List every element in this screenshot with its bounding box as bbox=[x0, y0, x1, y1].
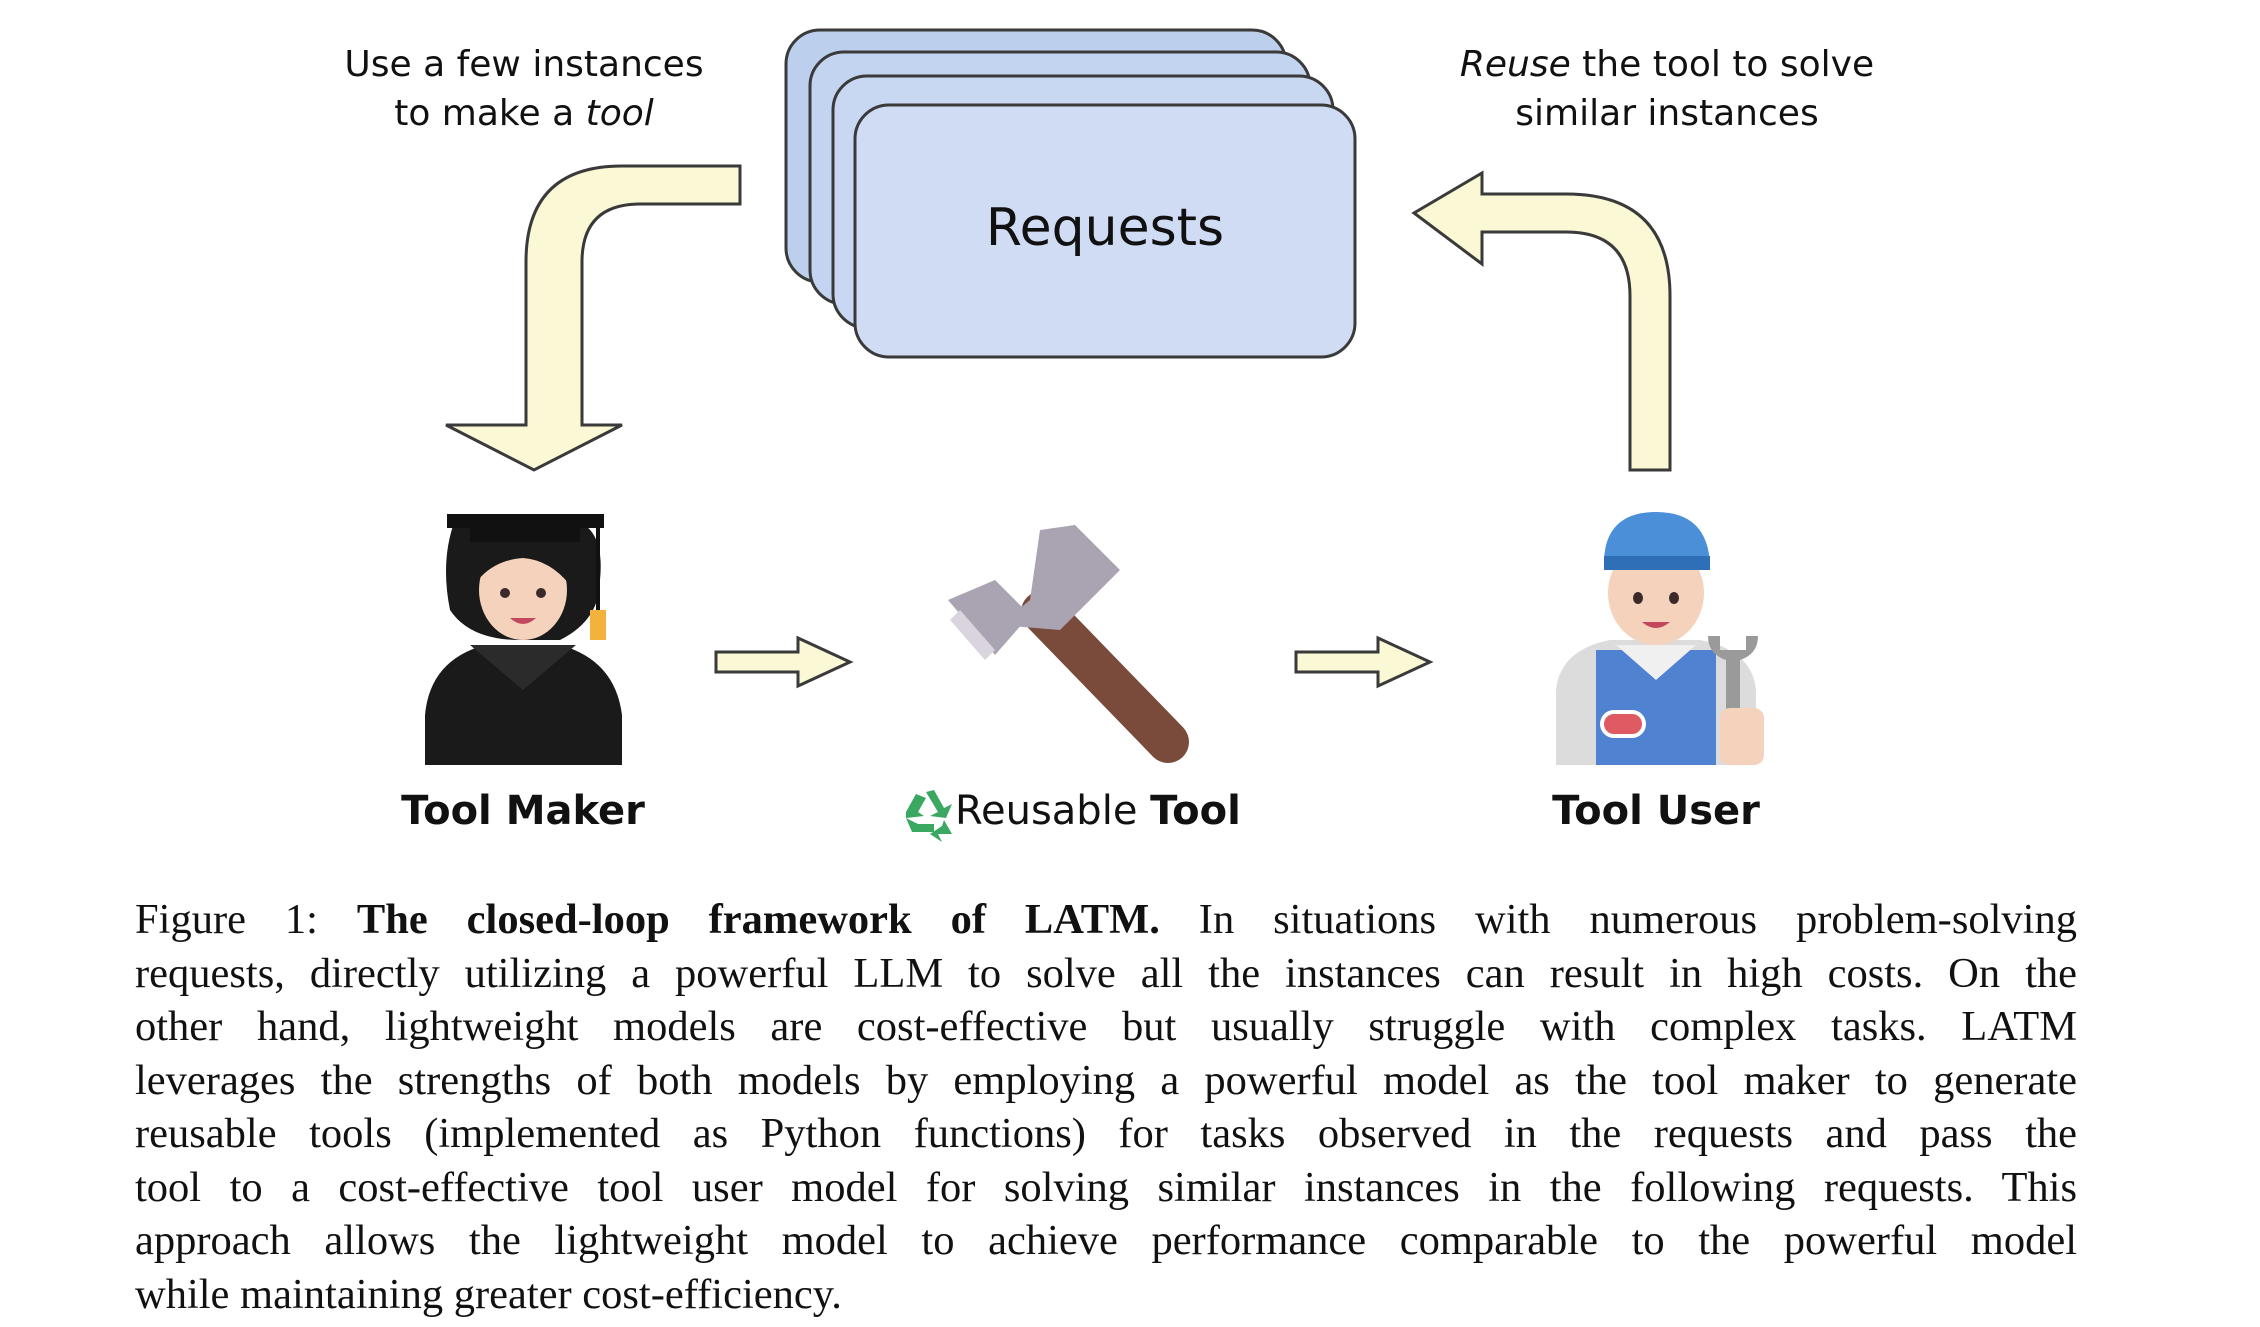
reuse-tool-note-line1: the tool to solve bbox=[1570, 44, 1875, 85]
figure: Use a few instances to make a tool Reuse… bbox=[244, 28, 1947, 842]
hammer-icon bbox=[948, 525, 1189, 763]
caption-figure-label: Figure 1: bbox=[135, 896, 357, 943]
figure-graphic bbox=[425, 28, 1764, 842]
requests-label: Requests bbox=[985, 198, 1225, 258]
tool-user-label: Tool User bbox=[1552, 788, 1760, 834]
curved-arrow-right bbox=[1411, 170, 1672, 472]
reusable-tool-label: Reusable Tool bbox=[955, 788, 1275, 834]
arrow-maker-to-tool bbox=[714, 635, 854, 689]
tool-maker-label: Tool Maker bbox=[401, 788, 645, 834]
caption-line-2: requests, directly utilizing a powerful … bbox=[135, 949, 2077, 997]
caption-line-1: Figure 1: The closed-loop framework of L… bbox=[135, 893, 2077, 947]
caption-text-1: In situations with numerous problem-solv… bbox=[1159, 896, 2077, 943]
caption-line-4: leverages the strengths of both models b… bbox=[135, 1056, 2077, 1104]
mechanic-icon bbox=[1556, 512, 1764, 765]
caption-line-7: approach allows the lightweight model to… bbox=[135, 1217, 2077, 1264]
make-tool-note: Use a few instances to make a tool bbox=[244, 40, 804, 138]
caption-line-3: other hand, lightweight models are cost-… bbox=[135, 1003, 2077, 1050]
arrow-tool-to-user bbox=[1294, 635, 1434, 689]
reusable-tool-label-bold: Tool bbox=[1150, 788, 1241, 834]
reuse-tool-note-line2: similar instances bbox=[1515, 93, 1819, 134]
caption-title: The closed-loop framework of LATM. bbox=[356, 896, 1160, 943]
make-tool-note-line1: Use a few instances bbox=[344, 44, 704, 85]
caption-line-5: reusable tools (implemented as Python fu… bbox=[135, 1110, 2077, 1157]
reuse-tool-note: Reuse the tool to solve similar instance… bbox=[1387, 40, 1947, 138]
requests-stack bbox=[784, 28, 1357, 359]
graduate-icon bbox=[425, 514, 622, 765]
reuse-tool-note-emphasis: Reuse bbox=[1459, 44, 1571, 85]
caption-line-8: while maintaining greater cost-efficienc… bbox=[135, 1270, 842, 1318]
figure-caption: Figure 1: The closed-loop framework of L… bbox=[135, 893, 2077, 1321]
reusable-tool-label-prefix: Reusable bbox=[955, 788, 1151, 834]
curved-arrow-left bbox=[445, 164, 742, 472]
make-tool-note-emphasis: tool bbox=[585, 93, 654, 134]
caption-line-6: tool to a cost-effective tool user model… bbox=[135, 1163, 2077, 1211]
recycle-icon bbox=[906, 790, 952, 842]
make-tool-note-line2: to make a bbox=[394, 93, 586, 134]
